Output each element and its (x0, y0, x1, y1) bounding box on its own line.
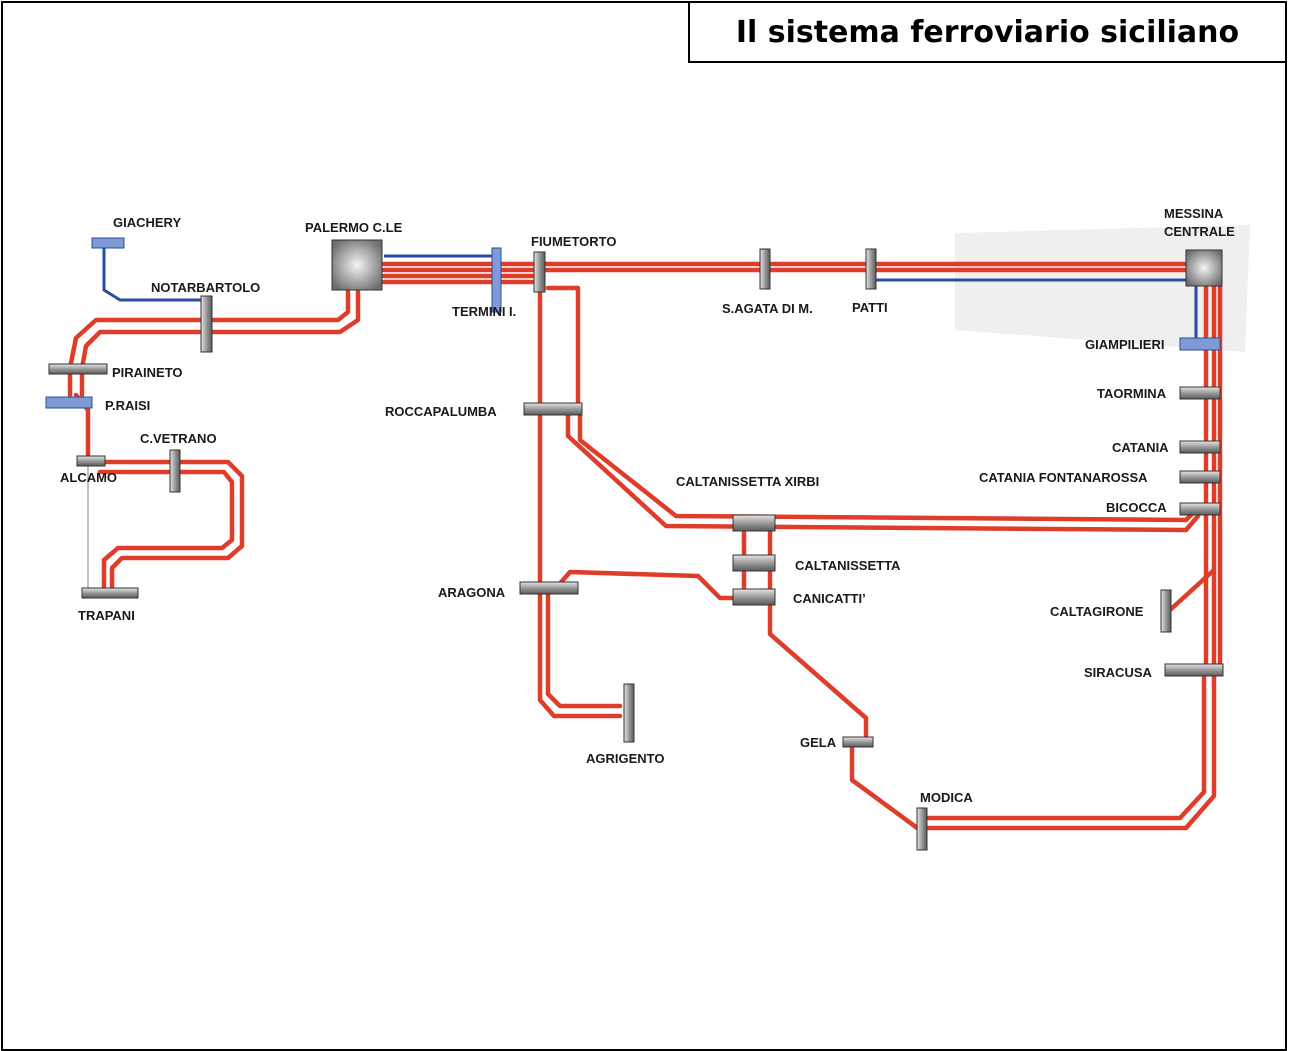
label-aragona: ARAGONA (438, 585, 506, 600)
termini-station (491, 247, 502, 313)
label-trapani: TRAPANI (78, 608, 135, 623)
label-giampilieri: GIAMPILIERI (1085, 337, 1164, 352)
label-palermo: PALERMO C.LE (305, 220, 403, 235)
gela-station (842, 736, 874, 748)
alcamo-station (76, 455, 106, 467)
canicatti-station (732, 588, 776, 606)
label-praisi: P.RAISI (105, 398, 150, 413)
agrigento-station (623, 683, 635, 743)
label-notarbartolo: NOTARBARTOLO (151, 280, 260, 295)
giachery-station (91, 237, 125, 249)
line-palermo-messina (381, 261, 1191, 285)
caltanissetta-station (732, 554, 776, 572)
label-modica: MODICA (920, 790, 973, 805)
roccapalumba-station (523, 402, 583, 416)
label-catania-f: CATANIA FONTANAROSSA (979, 470, 1148, 485)
label-caltagirone: CALTAGIRONE (1050, 604, 1144, 619)
line-alcamo-trapani (89, 459, 245, 595)
label-canicatti: CANICATTI’ (793, 591, 866, 606)
patti-station (865, 248, 877, 290)
notarbartolo-station (200, 295, 213, 353)
label-siracusa: SIRACUSA (1084, 665, 1153, 680)
label-taormina: TAORMINA (1097, 386, 1167, 401)
line-aragona-canicatti (553, 569, 743, 601)
title-box: Il sistema ferroviario siciliano (688, 1, 1287, 63)
label-catania: CATANIA (1112, 440, 1169, 455)
rail-network (67, 261, 1223, 833)
label-sagata: S.AGATA DI M. (722, 301, 813, 316)
label-roccapalumba: ROCCAPALUMBA (385, 404, 497, 419)
label-piraineto: PIRAINETO (112, 365, 183, 380)
aragona-station (519, 581, 579, 595)
label-xirbi: CALTANISSETTA XIRBI (676, 474, 819, 489)
label-gela: GELA (800, 735, 837, 750)
caltagirone-station (1160, 589, 1172, 633)
trapani-station (81, 587, 139, 599)
fiumetorto-station (533, 251, 546, 293)
xirbi-station (732, 514, 776, 532)
page-title: Il sistema ferroviario siciliano (735, 14, 1240, 50)
piraineto-station (48, 363, 108, 375)
giampilieri-station (1179, 337, 1221, 351)
label-messina-2: CENTRALE (1164, 224, 1235, 239)
label-alcamo: ALCAMO (60, 470, 117, 485)
line-roccapalumba-bicocca (565, 411, 1201, 533)
sagata-station (759, 248, 771, 290)
palermo-hub (331, 239, 383, 291)
label-patti: PATTI (852, 300, 888, 315)
label-fiumetorto: FIUMETORTO (531, 234, 616, 249)
line-canicatti-modica (767, 601, 923, 833)
taormina-station (1179, 386, 1221, 400)
siracusa-station (1164, 663, 1224, 677)
line-messina-siracusa (919, 281, 1223, 831)
modica-station (916, 807, 928, 851)
cvetrano-station (169, 449, 181, 493)
station-labels: GIACHERY PALERMO C.LE FIUMETORTO MESSINA… (60, 206, 1235, 805)
label-messina-1: MESSINA (1164, 206, 1224, 221)
catania-station (1179, 440, 1221, 454)
catania-f-station (1179, 470, 1221, 484)
stations (45, 237, 1224, 851)
label-giachery: GIACHERY (113, 215, 181, 230)
label-caltanissetta: CALTANISSETTA (795, 558, 901, 573)
bicocca-station (1179, 502, 1221, 516)
label-agrigento: AGRIGENTO (586, 751, 665, 766)
label-cvetrano: C.VETRANO (140, 431, 217, 446)
label-termini: TERMINI I. (452, 304, 516, 319)
messina-hub (1185, 249, 1223, 287)
line-fiumetorto-agrigento (537, 285, 623, 719)
label-bicocca: BICOCCA (1106, 500, 1167, 515)
praisi-station (45, 396, 93, 409)
messina-zone (955, 225, 1250, 352)
